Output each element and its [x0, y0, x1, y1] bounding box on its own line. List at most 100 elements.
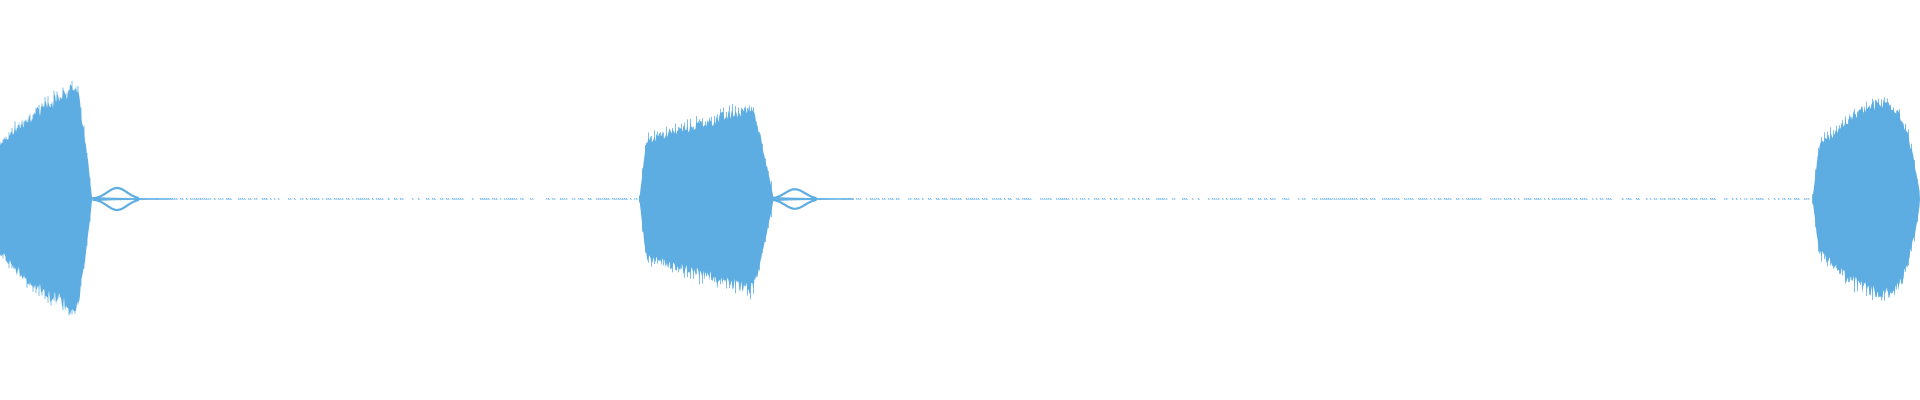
waveform-noise-floor — [311, 198, 314, 200]
waveform-decay-tail — [146, 197, 149, 201]
waveform-noise-floor — [1579, 197, 1582, 201]
waveform-noise-floor — [1527, 197, 1530, 201]
waveform-noise-floor — [347, 197, 350, 201]
waveform-decay-tail — [129, 197, 132, 201]
waveform-noise-floor — [1759, 198, 1762, 200]
waveform-noise-floor — [889, 197, 892, 201]
waveform-noise-floor — [1573, 198, 1576, 200]
waveform-noise-floor — [1345, 198, 1348, 200]
waveform-noise-floor — [193, 197, 196, 201]
waveform-noise-floor — [551, 197, 554, 201]
waveform-noise-floor — [379, 198, 382, 200]
waveform-noise-floor — [1725, 198, 1728, 200]
waveform-noise-floor — [1207, 198, 1210, 200]
waveform-noise-floor — [953, 197, 956, 201]
waveform-noise-floor — [913, 197, 916, 201]
waveform-noise-floor — [937, 197, 940, 201]
waveform-noise-floor — [293, 197, 296, 201]
waveform-noise-floor — [1251, 198, 1254, 200]
waveform-noise-floor — [1027, 197, 1030, 201]
waveform-noise-floor — [865, 198, 868, 200]
waveform-noise-floor — [433, 197, 436, 201]
waveform-decay-tail — [832, 197, 835, 201]
waveform-noise-floor — [505, 198, 508, 200]
waveform-noise-floor — [1637, 197, 1640, 201]
waveform-noise-floor — [447, 198, 450, 200]
waveform-noise-floor — [1061, 197, 1064, 201]
waveform-decay-tail — [847, 198, 850, 200]
waveform-noise-floor — [1337, 198, 1340, 200]
waveform-noise-floor — [1265, 197, 1268, 201]
waveform-noise-floor — [1097, 198, 1100, 200]
waveform-noise-floor — [529, 197, 532, 201]
waveform-noise-floor — [1735, 197, 1738, 201]
waveform-noise-floor — [1455, 197, 1458, 201]
waveform-noise-floor — [1351, 197, 1354, 201]
waveform-noise-floor — [493, 198, 496, 200]
waveform-noise-floor — [1281, 198, 1284, 200]
waveform-noise-floor — [1383, 198, 1386, 200]
waveform-noise-floor — [453, 198, 456, 200]
waveform-noise-floor — [1165, 198, 1168, 200]
waveform-noise-floor — [195, 197, 198, 201]
waveform-noise-floor — [1601, 198, 1604, 200]
waveform-noise-floor — [1495, 198, 1498, 200]
waveform-noise-floor — [1595, 198, 1598, 200]
waveform-noise-floor — [1283, 197, 1286, 201]
waveform-noise-floor — [1671, 198, 1674, 200]
waveform-decay-tail — [111, 197, 114, 201]
waveform-noise-floor — [601, 198, 604, 200]
waveform-noise-floor — [199, 197, 202, 201]
waveform-noise-floor — [1423, 197, 1426, 201]
waveform-decay-tail — [166, 198, 169, 200]
waveform-noise-floor — [1609, 198, 1612, 200]
waveform-noise-floor — [1751, 198, 1754, 200]
waveform-decay-tail — [99, 197, 102, 201]
waveform-noise-floor — [1605, 198, 1608, 200]
waveform-decay-tail — [159, 198, 162, 200]
waveform-noise-floor — [1773, 198, 1776, 200]
waveform-noise-floor — [1699, 198, 1702, 200]
waveform-decay-tail — [163, 198, 166, 200]
waveform-decay-tail — [849, 198, 852, 200]
waveform-noise-floor — [1567, 197, 1570, 201]
waveform-noise-floor — [213, 197, 216, 201]
waveform-noise-floor — [1163, 198, 1166, 200]
waveform-noise-floor — [1559, 197, 1562, 201]
waveform-noise-floor — [1039, 198, 1042, 200]
waveform-noise-floor — [327, 197, 330, 201]
waveform-noise-floor — [1403, 197, 1406, 201]
waveform-noise-floor — [993, 198, 996, 200]
waveform-decay-tail — [810, 197, 813, 201]
waveform-noise-floor — [949, 198, 952, 200]
waveform-noise-floor — [411, 198, 414, 200]
waveform-noise-floor — [485, 197, 488, 201]
waveform-noise-floor — [1301, 198, 1304, 200]
waveform-noise-floor — [1075, 198, 1078, 200]
waveform-noise-floor — [1313, 198, 1316, 200]
waveform-noise-floor — [929, 197, 932, 201]
waveform-decay-tail — [791, 197, 794, 201]
waveform-noise-floor — [205, 197, 208, 201]
waveform-noise-floor — [455, 197, 458, 201]
waveform-noise-floor — [309, 198, 312, 200]
waveform-noise-floor — [587, 197, 590, 201]
waveform-noise-floor — [599, 197, 602, 201]
waveform-decay-tail — [828, 197, 831, 201]
waveform-noise-floor — [897, 198, 900, 200]
waveform-noise-floor — [269, 198, 272, 200]
waveform-noise-floor — [1621, 197, 1624, 201]
waveform-noise-floor — [345, 198, 348, 200]
waveform-noise-floor — [1047, 198, 1050, 200]
waveform-noise-floor — [1667, 198, 1670, 200]
waveform-noise-floor — [943, 197, 946, 201]
waveform-noise-floor — [1133, 197, 1136, 201]
waveform-noise-floor — [1347, 198, 1350, 200]
waveform-noise-floor — [1025, 197, 1028, 201]
waveform-noise-floor — [1743, 198, 1746, 200]
waveform-noise-floor — [175, 197, 178, 201]
waveform-decay-tail — [170, 198, 173, 200]
waveform-noise-floor — [1127, 198, 1130, 200]
waveform-decay-tail — [108, 197, 111, 201]
